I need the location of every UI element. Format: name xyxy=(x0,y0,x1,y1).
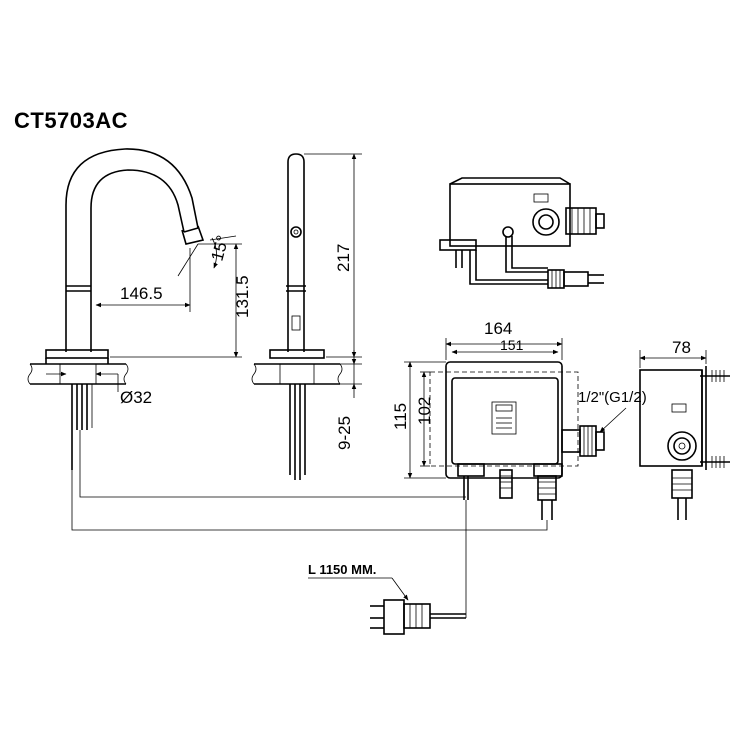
thread-label: 1/2"(G1/2) xyxy=(578,389,647,406)
cable-length-callout: L 1150 MM. xyxy=(308,562,409,601)
dim-115: 115 xyxy=(391,361,446,479)
screw-icon xyxy=(700,456,730,468)
dim-146-5: 146.5 xyxy=(95,248,191,312)
dim-box-width-inner: 151 xyxy=(500,337,524,353)
dim-angle-label: 15° xyxy=(208,233,233,263)
dim-hole: Ø32 xyxy=(46,371,152,407)
screw-icon xyxy=(700,370,730,382)
dim-78: 78 xyxy=(639,338,707,368)
faucet-side-view xyxy=(27,148,548,531)
drawing-title: CT5703AC xyxy=(14,108,129,133)
control-box-side xyxy=(439,177,605,289)
dim-box-depth: 78 xyxy=(672,338,691,357)
dim-9-25: 9-25 xyxy=(335,350,362,450)
dim-box-width-outer: 164 xyxy=(484,319,512,338)
dim-deck-label: 9-25 xyxy=(335,416,354,450)
dim-angle: 15° xyxy=(177,233,237,277)
dim-131-5: 131.5 xyxy=(110,243,252,358)
dim-height-label: 131.5 xyxy=(233,275,252,318)
dim-total-label: 217 xyxy=(334,244,353,272)
power-plug xyxy=(370,599,466,635)
dim-151: 151 xyxy=(451,337,559,355)
dim-reach-label: 146.5 xyxy=(120,284,163,303)
control-box-end-view xyxy=(639,366,730,520)
dim-164: 164 xyxy=(445,319,563,360)
dim-box-height-inner: 102 xyxy=(415,397,434,425)
sensor-icon xyxy=(290,226,302,238)
dim-box-height-outer: 115 xyxy=(391,403,410,430)
thread-callout: 1/2"(G1/2) xyxy=(578,389,647,433)
faucet-front-view xyxy=(251,153,343,480)
dim-102: 102 xyxy=(415,371,434,467)
dim-hole-label: Ø32 xyxy=(120,388,152,407)
dim-217: 217 xyxy=(304,153,362,358)
cable-length-label: L 1150 MM. xyxy=(308,562,376,577)
